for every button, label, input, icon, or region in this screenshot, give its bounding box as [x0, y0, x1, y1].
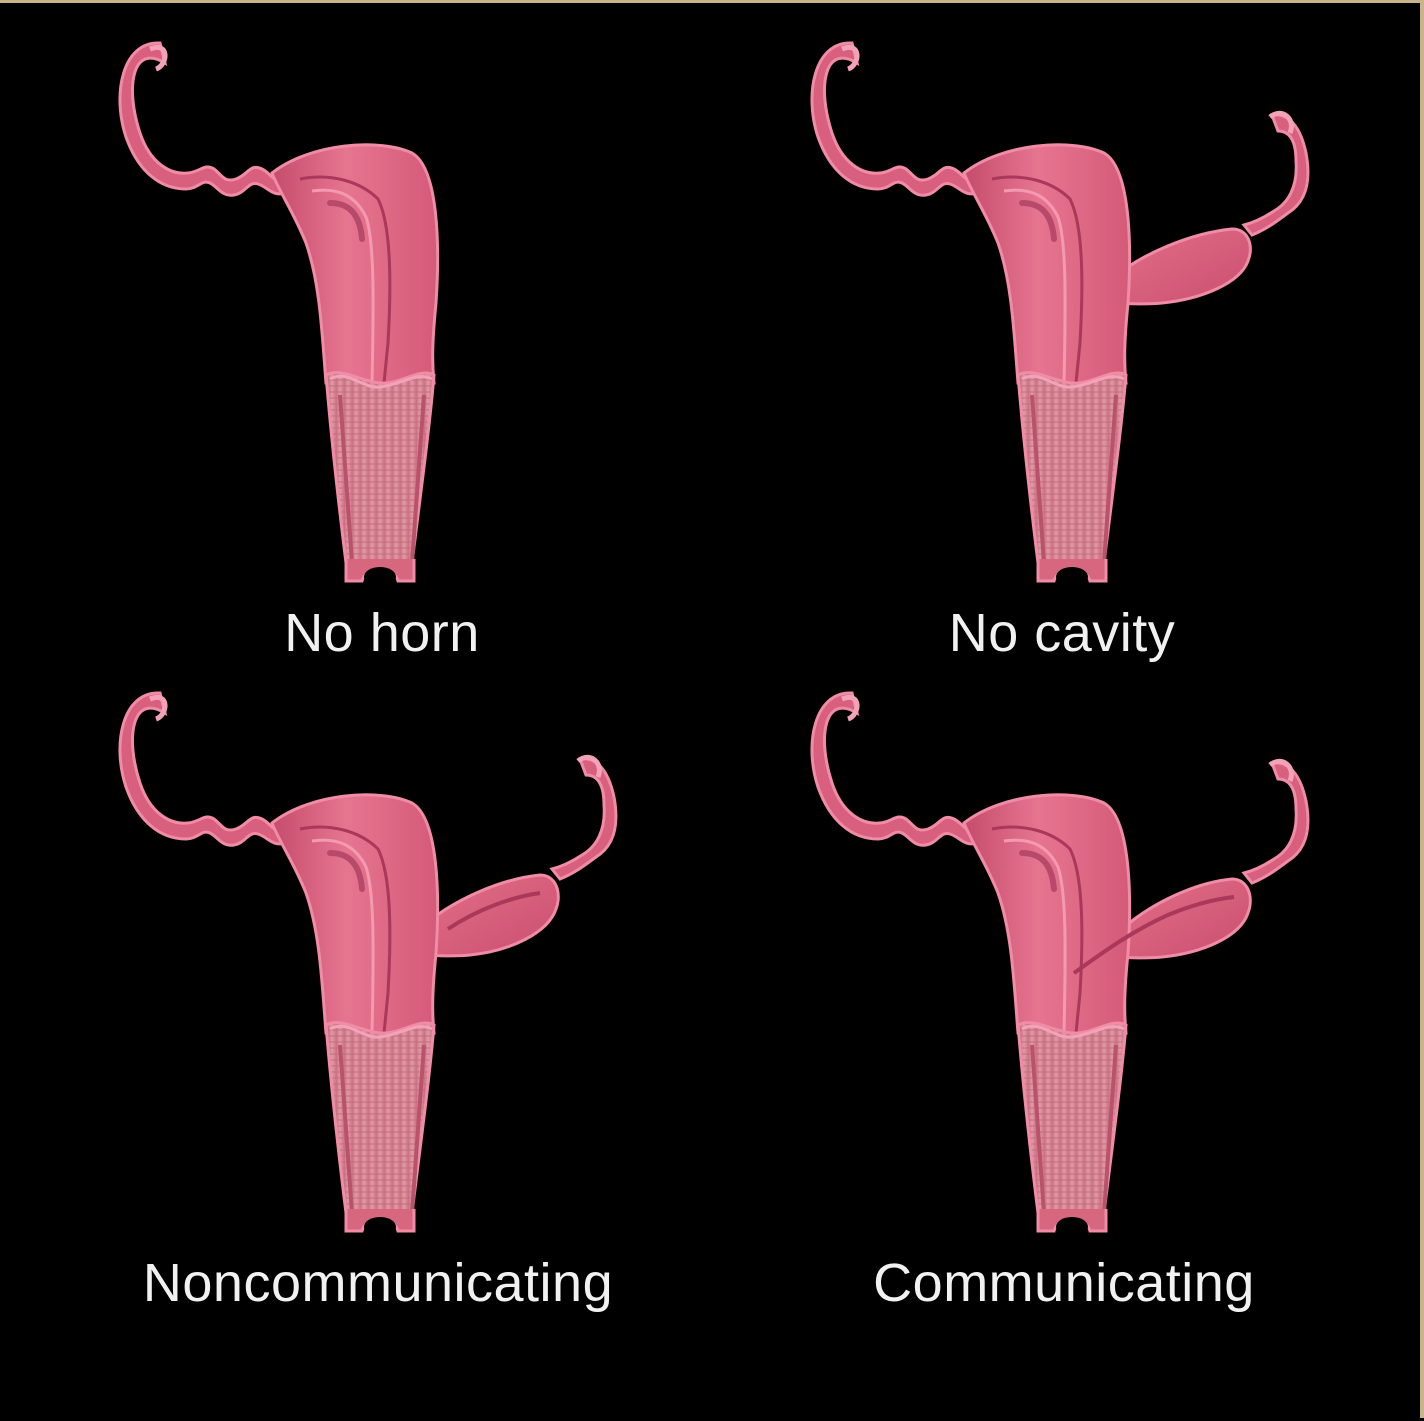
- communicating-channel: [1072, 895, 1235, 975]
- rudimentary-horn-solid: [1110, 227, 1252, 306]
- rudimentary-horn-communicating: [1110, 877, 1252, 960]
- caption-no-cavity: No cavity: [949, 603, 1176, 663]
- caption-noncommunicating: Noncommunicating: [143, 1253, 613, 1313]
- panel-no-cavity: No cavity: [812, 43, 1308, 663]
- panel-noncommunicating: Noncommunicating: [120, 693, 616, 1313]
- panel-communicating: Communicating: [812, 693, 1308, 1313]
- panel-no-horn: No horn: [120, 43, 480, 663]
- caption-communicating: Communicating: [873, 1253, 1255, 1313]
- caption-no-horn: No horn: [284, 603, 480, 663]
- rudimentary-horn-cavitated: [418, 873, 560, 958]
- unicornuate-uterus-variants-diagram: No horn No cavity Noncommunicating: [0, 3, 1424, 1313]
- isolated-horn-cavity: [446, 891, 541, 931]
